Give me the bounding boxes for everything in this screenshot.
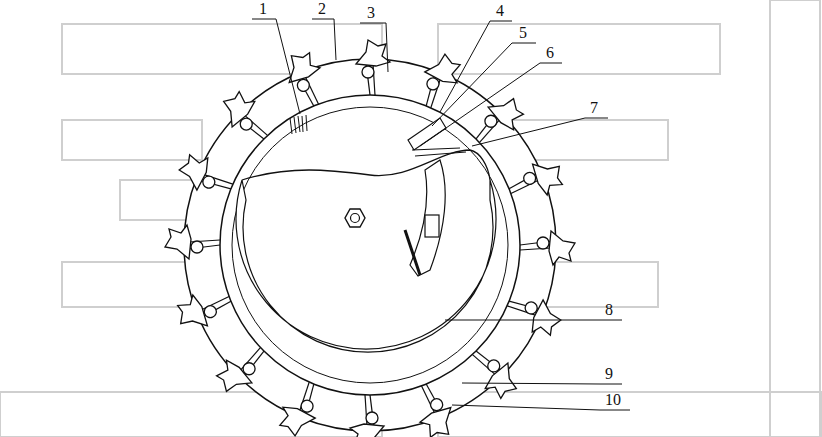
callout-number: 9 bbox=[605, 366, 613, 382]
callout-number: 2 bbox=[318, 1, 326, 17]
callout-number: 5 bbox=[519, 25, 527, 41]
callout-number: 8 bbox=[605, 302, 613, 318]
callout-number: 1 bbox=[259, 1, 267, 17]
callout-number: 4 bbox=[496, 3, 504, 19]
callout-number: 10 bbox=[605, 392, 621, 408]
callout-number: 7 bbox=[590, 100, 598, 116]
callout-number: 6 bbox=[546, 45, 554, 61]
callout-number: 3 bbox=[367, 5, 375, 21]
